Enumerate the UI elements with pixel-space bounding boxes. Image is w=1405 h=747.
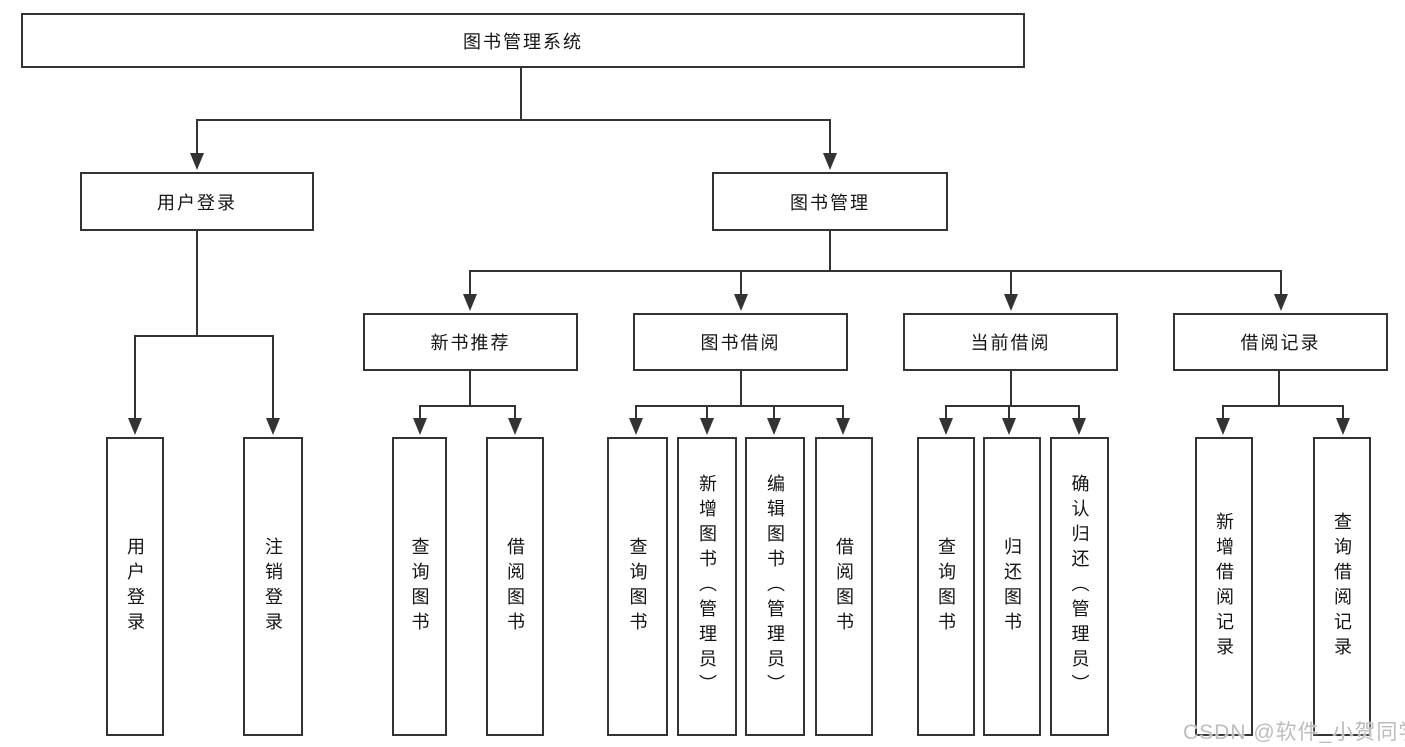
node-label: 当前借阅 xyxy=(970,333,1051,353)
node-label: 确认归还（管理员） xyxy=(1069,474,1090,699)
connector-line xyxy=(740,270,742,296)
node-label: 借阅记录 xyxy=(1240,333,1321,353)
node-label: 归还图书 xyxy=(1002,536,1022,637)
connector-line xyxy=(1278,371,1280,406)
arrow-down-icon xyxy=(1274,294,1288,311)
arrow-down-icon xyxy=(629,418,643,435)
arrow-down-icon xyxy=(767,418,781,435)
leaf-query-books-recommend: 查询图书 xyxy=(392,437,447,736)
connector-line xyxy=(635,405,844,407)
node-label: 编辑图书（管理员） xyxy=(765,474,785,699)
node-label: 查询借阅记录 xyxy=(1332,511,1352,662)
connector-line xyxy=(520,68,522,120)
node-label: 注销登录 xyxy=(263,536,283,637)
connector-line xyxy=(829,119,831,156)
node-label: 用户登录 xyxy=(157,192,237,213)
leaf-return-books: 归还图书 xyxy=(983,437,1041,736)
connector-line xyxy=(1280,270,1282,296)
node-label: 用户登录 xyxy=(125,536,145,637)
arrow-down-icon xyxy=(836,418,850,435)
node-current-borrowing: 当前借阅 xyxy=(903,313,1118,371)
arrow-down-icon xyxy=(1216,418,1230,435)
connector-line xyxy=(773,405,775,420)
connector-line xyxy=(1008,405,1010,420)
connector-line xyxy=(829,231,831,271)
leaf-query-borrow-record: 查询借阅记录 xyxy=(1313,437,1371,736)
arrow-down-icon xyxy=(266,418,280,435)
leaf-borrow-books: 借阅图书 xyxy=(815,437,873,736)
connector-line xyxy=(945,405,947,420)
node-book-management: 图书管理 xyxy=(712,172,948,231)
leaf-confirm-return-admin: 确认归还（管理员） xyxy=(1050,437,1109,736)
leaf-borrow-books-recommend: 借阅图书 xyxy=(486,437,544,736)
connector-line xyxy=(196,231,198,336)
connector-line xyxy=(740,371,742,406)
connector-line xyxy=(196,119,198,156)
connector-line xyxy=(419,405,516,407)
connector-line xyxy=(469,270,1281,272)
connector-line xyxy=(842,405,844,420)
connector-line xyxy=(1342,405,1344,420)
leaf-user-login: 用户登录 xyxy=(106,437,164,736)
connector-line xyxy=(272,335,274,420)
arrow-down-icon xyxy=(190,153,204,170)
arrow-down-icon xyxy=(1072,418,1086,435)
node-label: 借阅图书 xyxy=(834,536,854,637)
node-label: 查询图书 xyxy=(936,536,956,637)
arrow-down-icon xyxy=(413,418,427,435)
node-user-login: 用户登录 xyxy=(80,172,314,231)
node-new-book-recommend: 新书推荐 xyxy=(363,313,578,371)
arrow-down-icon xyxy=(939,418,953,435)
connector-line xyxy=(1222,405,1224,420)
node-label: 新增图书（管理员） xyxy=(697,474,717,699)
arrow-down-icon xyxy=(823,153,837,170)
leaf-add-books-admin: 新增图书（管理员） xyxy=(677,437,737,736)
node-label: 查询图书 xyxy=(409,536,430,637)
connector-line xyxy=(196,119,831,121)
connector-line xyxy=(1010,371,1012,406)
connector-line xyxy=(635,405,637,420)
node-label: 图书管理系统 xyxy=(463,31,583,52)
connector-line xyxy=(1078,405,1080,420)
arrow-down-icon xyxy=(128,418,142,435)
node-label: 新增借阅记录 xyxy=(1214,511,1234,662)
leaf-edit-books-admin: 编辑图书（管理员） xyxy=(745,437,805,736)
node-book-borrowing: 图书借阅 xyxy=(633,313,848,371)
leaf-logout: 注销登录 xyxy=(243,437,303,736)
connector-line xyxy=(134,335,274,337)
node-label: 查询图书 xyxy=(627,536,648,637)
connector-line xyxy=(1010,270,1012,296)
node-label: 新书推荐 xyxy=(430,333,511,353)
connector-line xyxy=(706,405,708,420)
leaf-query-books-borrowing: 查询图书 xyxy=(607,437,668,736)
watermark: CSDN @软件_小贺同学 xyxy=(1183,721,1405,744)
connector-line xyxy=(514,405,516,420)
connector-line xyxy=(469,371,471,406)
node-borrowing-records: 借阅记录 xyxy=(1173,313,1388,371)
arrow-down-icon xyxy=(1004,294,1018,311)
leaf-query-books-current: 查询图书 xyxy=(917,437,975,736)
node-library-system: 图书管理系统 xyxy=(21,13,1025,68)
arrow-down-icon xyxy=(508,418,522,435)
arrow-down-icon xyxy=(700,418,714,435)
connector-line xyxy=(945,405,1080,407)
connector-line xyxy=(419,405,421,420)
connector-line xyxy=(469,270,471,296)
connector-line xyxy=(1222,405,1344,407)
leaf-add-borrow-record: 新增借阅记录 xyxy=(1195,437,1253,736)
arrow-down-icon xyxy=(1336,418,1350,435)
arrow-down-icon xyxy=(734,294,748,311)
arrow-down-icon xyxy=(463,294,477,311)
arrow-down-icon xyxy=(1002,418,1016,435)
node-label: 图书管理 xyxy=(790,192,870,213)
node-label: 图书借阅 xyxy=(700,333,781,353)
node-label: 借阅图书 xyxy=(505,536,525,637)
connector-line xyxy=(134,335,136,420)
